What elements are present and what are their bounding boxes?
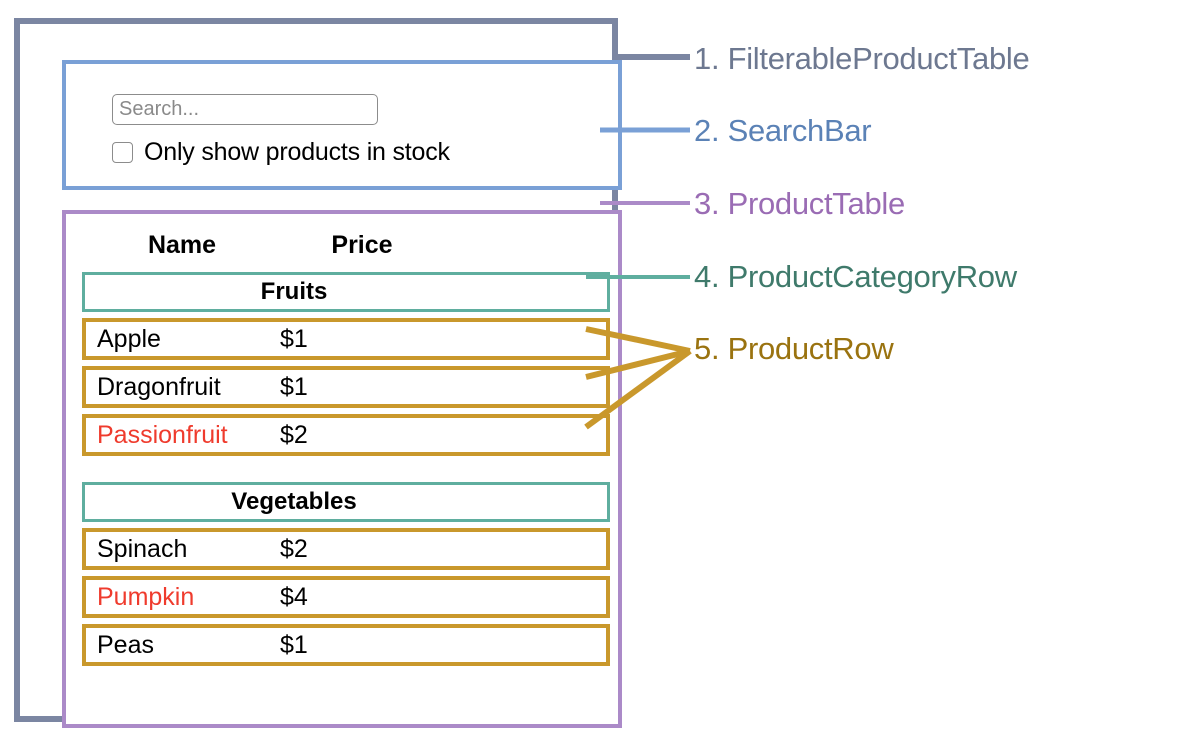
product-table-boundary: Name Price Fruits Apple $1 Dragonfruit $… <box>62 210 622 728</box>
product-price: $1 <box>280 630 308 659</box>
legend-item-search-bar: 2. SearchBar <box>694 113 872 148</box>
product-name: Passionfruit <box>97 420 228 449</box>
product-category-row: Vegetables <box>82 482 610 522</box>
product-name: Dragonfruit <box>97 372 221 401</box>
product-row: Pumpkin $4 <box>82 576 610 618</box>
product-row: Dragonfruit $1 <box>82 366 610 408</box>
product-row: Passionfruit $2 <box>82 414 610 456</box>
legend-item-filterable-product-table: 1. FilterableProductTable <box>694 41 1030 76</box>
legend-item-product-row: 5. ProductRow <box>694 331 894 366</box>
product-name: Spinach <box>97 534 188 563</box>
product-category-label: Fruits <box>260 278 328 305</box>
product-price: $4 <box>280 582 308 611</box>
only-in-stock-checkbox[interactable] <box>112 142 133 163</box>
product-row: Spinach $2 <box>82 528 610 570</box>
product-name: Peas <box>97 630 154 659</box>
column-header-name: Name <box>147 230 217 259</box>
search-input[interactable] <box>112 94 378 125</box>
product-table-header: Name Price <box>82 224 606 266</box>
only-in-stock-label: Only show products in stock <box>144 138 450 166</box>
legend-item-product-table: 3. ProductTable <box>694 186 905 221</box>
product-name: Pumpkin <box>97 582 195 611</box>
product-category-row: Fruits <box>82 272 610 312</box>
stock-filter-row[interactable]: Only show products in stock <box>112 138 450 167</box>
product-price: $2 <box>280 420 308 449</box>
product-price: $2 <box>280 534 308 563</box>
product-name: Apple <box>97 324 161 353</box>
search-bar-boundary: Only show products in stock <box>62 60 622 190</box>
product-row: Peas $1 <box>82 624 610 666</box>
legend-item-product-category-row: 4. ProductCategoryRow <box>694 259 1017 294</box>
product-price: $1 <box>280 372 308 401</box>
filterable-product-table-boundary: Only show products in stock Name Price F… <box>14 18 622 728</box>
product-row: Apple $1 <box>82 318 610 360</box>
product-price: $1 <box>280 324 308 353</box>
product-category-label: Vegetables <box>231 488 357 515</box>
column-header-price: Price <box>331 230 393 259</box>
